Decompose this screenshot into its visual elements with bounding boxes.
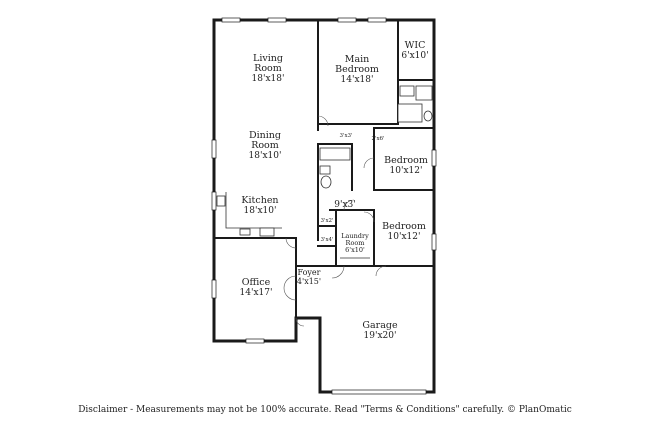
bedroom-2-size: 10'x12' [388, 232, 421, 242]
bedroom-1-name: Bedroom [384, 155, 428, 166]
tub-icon [397, 103, 423, 123]
main-bedroom-name-1: Main [345, 54, 370, 65]
dining-room-name-2: Room [251, 140, 279, 151]
foyer-size: 4'x15' [297, 277, 321, 286]
wic-size: 6'x10' [401, 51, 428, 61]
living-room-name-2: Room [254, 63, 282, 74]
master-sink-icon [399, 85, 415, 97]
dining-room-name-1: Dining [249, 130, 281, 141]
closet-hall-2-size: 3'x4' [320, 237, 333, 243]
closet-bath-size: 2'x6' [371, 136, 384, 142]
toilet-icon [320, 175, 332, 189]
office-size: 14'x17' [240, 288, 273, 298]
range-icon [259, 227, 275, 237]
bedroom-1-size: 10'x12' [390, 166, 423, 176]
wic-name: WIC [405, 40, 426, 51]
room-labels: Living Room 18'x18' Main Bedroom 14'x18'… [240, 40, 429, 341]
fixtures [216, 85, 433, 259]
doors [283, 115, 387, 327]
bedroom-2-name: Bedroom [382, 221, 426, 232]
kitchen-name: Kitchen [241, 195, 278, 206]
main-bedroom-size: 14'x18' [341, 75, 374, 85]
disclaimer-text: Disclaimer - Measurements may not be 100… [78, 405, 572, 415]
foyer-name: Foyer [297, 268, 320, 277]
vanity-icon [319, 165, 331, 175]
kitchen-size: 18'x10' [244, 206, 277, 216]
main-bedroom-name-2: Bedroom [335, 64, 379, 75]
closet-hall-1-size: 3'x2' [320, 218, 333, 224]
living-room-size: 18'x18' [252, 74, 285, 84]
bathtub-icon [319, 147, 351, 161]
hall-size: 9'x3' [334, 200, 355, 210]
master-toilet-icon [423, 110, 433, 122]
laundry-room-name-1: Laundry [341, 232, 369, 240]
closet-main-size: 3'x3' [339, 133, 352, 139]
shower-icon [415, 85, 433, 101]
interior-walls [213, 19, 435, 319]
dining-room-size: 18'x10' [249, 151, 282, 161]
garage-name: Garage [362, 320, 398, 331]
closet-labels: 3'x3' 2'x6' 3'x2' 3'x4' [320, 133, 384, 243]
laundry-room-size: 6'x10' [345, 246, 365, 254]
garage-size: 19'x20' [364, 331, 397, 341]
windows [211, 17, 437, 395]
dishwasher-icon [216, 195, 226, 207]
sink-icon [239, 228, 251, 236]
office-name: Office [242, 277, 271, 288]
laundry-room-name-2: Room [346, 239, 365, 247]
living-room-name-1: Living [253, 53, 283, 64]
